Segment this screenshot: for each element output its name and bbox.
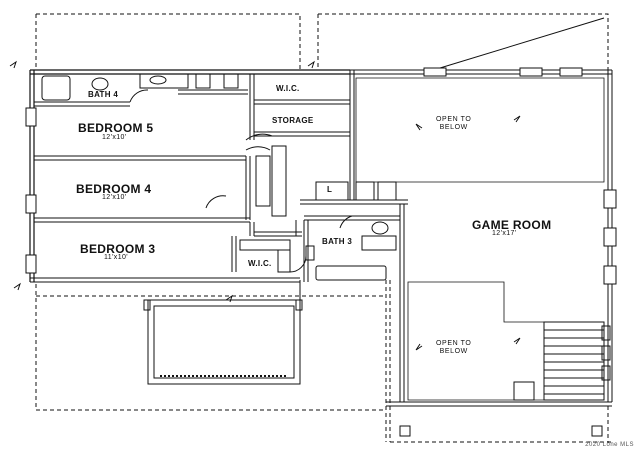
lower-deck: [143, 299, 303, 385]
open-below-upper-line2: BELOW: [439, 124, 468, 131]
exterior-wall-left: [30, 69, 350, 75]
label-bedroom5: BEDROOM 5: [78, 121, 154, 135]
label-bedroom3: BEDROOM 3: [80, 242, 156, 256]
open-below-lower-line2: BELOW: [439, 348, 468, 355]
size-bedroom5: 12'x10': [102, 134, 127, 141]
label-linen: L: [327, 185, 333, 194]
label-storage: STORAGE: [272, 116, 314, 125]
size-bedroom3: 11'x10': [104, 254, 129, 261]
label-open-below-upper: OPEN TO BELOW: [436, 116, 471, 132]
label-bath3: BATH 3: [322, 237, 353, 246]
label-wic-bottom: W.I.C.: [248, 259, 272, 268]
label-wic-top: W.I.C.: [276, 84, 300, 93]
open-below-upper-line1: OPEN TO: [436, 116, 472, 123]
label-bath4: BATH 4: [88, 90, 119, 99]
watermark: 2020 Lone MLS: [585, 442, 634, 448]
stairs: [543, 321, 611, 401]
label-bedroom4: BEDROOM 4: [76, 182, 152, 196]
roof-outline-top: [36, 13, 301, 70]
label-open-below-lower: OPEN TO BELOW: [436, 340, 471, 356]
size-bedroom4: 12'x10': [102, 194, 127, 201]
open-below-upper-outline: [355, 77, 605, 183]
open-below-lower-line1: OPEN TO: [436, 340, 472, 347]
label-game-room: GAME ROOM: [472, 218, 552, 232]
size-game-room: 12'x17': [492, 230, 517, 237]
roof-outline-bottom: [35, 284, 384, 411]
